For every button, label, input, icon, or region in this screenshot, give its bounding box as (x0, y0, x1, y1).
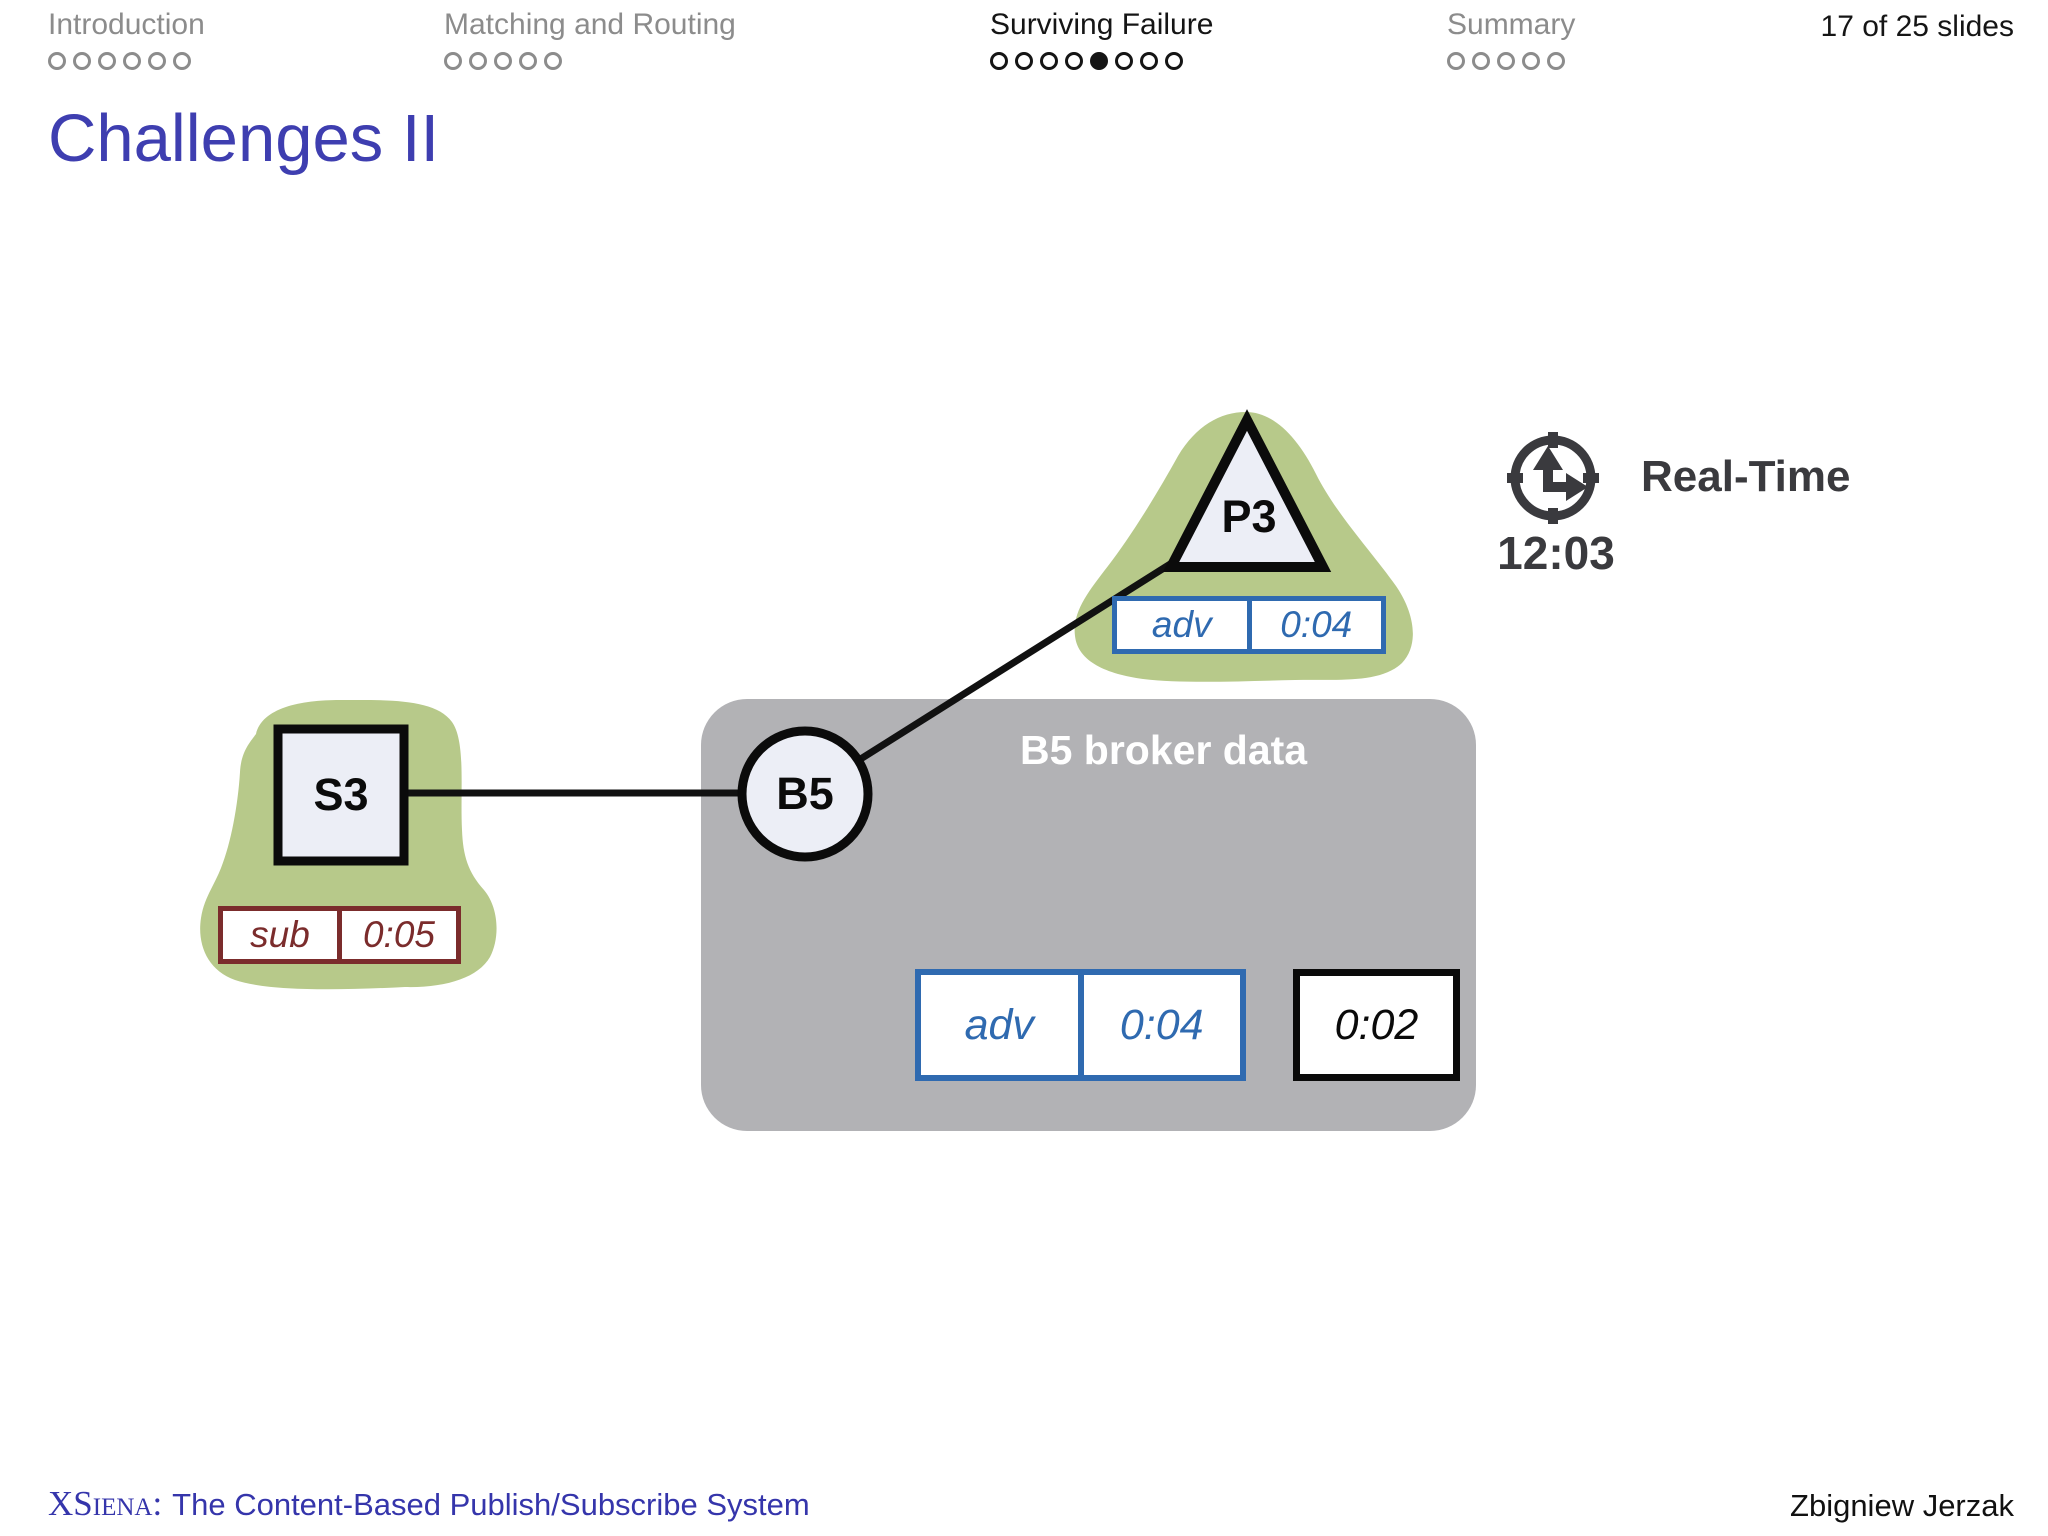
broker-node-label: B5 (776, 768, 834, 819)
progress-dot[interactable] (1522, 52, 1540, 70)
progress-dot[interactable] (123, 52, 141, 70)
realtime-label: Real-Time (1641, 452, 1851, 501)
progress-dot[interactable] (1040, 52, 1058, 70)
nav-section-matching-and-routing: Matching and Routing (444, 8, 736, 70)
broker-data-box-title: B5 broker data (1020, 727, 1308, 773)
progress-dot[interactable] (469, 52, 487, 70)
progress-dots (990, 52, 1213, 70)
progress-dot[interactable] (990, 52, 1008, 70)
nav-section-surviving-failure: Surviving Failure (990, 8, 1213, 70)
progress-dots (444, 52, 736, 70)
progress-dot[interactable] (1547, 52, 1565, 70)
table-cell: 0:04 (1280, 604, 1353, 645)
page-title: Challenges II (48, 101, 440, 176)
progress-dot[interactable] (1015, 52, 1033, 70)
progress-dot[interactable] (444, 52, 462, 70)
progress-dot[interactable] (519, 52, 537, 70)
progress-dot[interactable] (494, 52, 512, 70)
progress-dot[interactable] (544, 52, 562, 70)
nav-section-label[interactable]: Surviving Failure (990, 8, 1214, 41)
broker-circle (737, 726, 873, 862)
progress-dot[interactable] (173, 52, 191, 70)
footer-brand[interactable]: XSiena: (48, 1484, 163, 1523)
progress-dot[interactable] (1165, 52, 1183, 70)
progress-dots (1447, 52, 1575, 70)
publisher-node-label: P3 (1221, 491, 1277, 542)
table-cell: sub (223, 911, 342, 959)
progress-dot[interactable] (1115, 52, 1133, 70)
slide-counter: 17 of 25 slides (1820, 10, 2014, 43)
nav-section-introduction: Introduction (48, 8, 205, 70)
broker-time-box: 0:02 (1293, 969, 1460, 1081)
clock-icon (1507, 432, 1599, 524)
table-cell: adv (921, 975, 1084, 1075)
publisher-adv-table: adv 0:04 (1112, 596, 1386, 654)
footer-presentation-title[interactable]: XSiena: The Content-Based Publish/Subscri… (48, 1484, 810, 1524)
progress-dot[interactable] (1447, 52, 1465, 70)
footer-author: Zbigniew Jerzak (1790, 1488, 2014, 1523)
table-cell: 0:04 (1119, 1000, 1204, 1049)
broker-adv-table: adv 0:04 (915, 969, 1246, 1081)
progress-dot[interactable] (48, 52, 66, 70)
progress-dot[interactable] (1497, 52, 1515, 70)
progress-dot[interactable] (1140, 52, 1158, 70)
progress-dot[interactable] (148, 52, 166, 70)
nav-section-label[interactable]: Summary (1447, 8, 1576, 41)
progress-dots (48, 52, 205, 70)
table-cell: adv (1117, 601, 1252, 649)
subscriber-node-label: S3 (313, 769, 369, 820)
table-cell: 0:05 (362, 914, 435, 955)
footer-subtitle[interactable]: The Content-Based Publish/Subscribe Syst… (172, 1487, 810, 1522)
nav-section-summary: Summary (1447, 8, 1575, 70)
subscriber-square (273, 724, 409, 866)
progress-dot[interactable] (1090, 52, 1108, 70)
progress-dot[interactable] (98, 52, 116, 70)
progress-dot[interactable] (1472, 52, 1490, 70)
b5-p3-link-line (803, 553, 1185, 797)
nav-section-label[interactable]: Matching and Routing (444, 8, 736, 41)
progress-dot[interactable] (73, 52, 91, 70)
table-cell: 0:02 (1334, 1000, 1419, 1049)
realtime-clock-value: 12:03 (1497, 527, 1615, 579)
progress-dot[interactable] (1065, 52, 1083, 70)
publisher-triangle (1162, 409, 1332, 572)
subscriber-sub-table: sub 0:05 (218, 906, 461, 964)
nav-section-label[interactable]: Introduction (48, 8, 205, 41)
